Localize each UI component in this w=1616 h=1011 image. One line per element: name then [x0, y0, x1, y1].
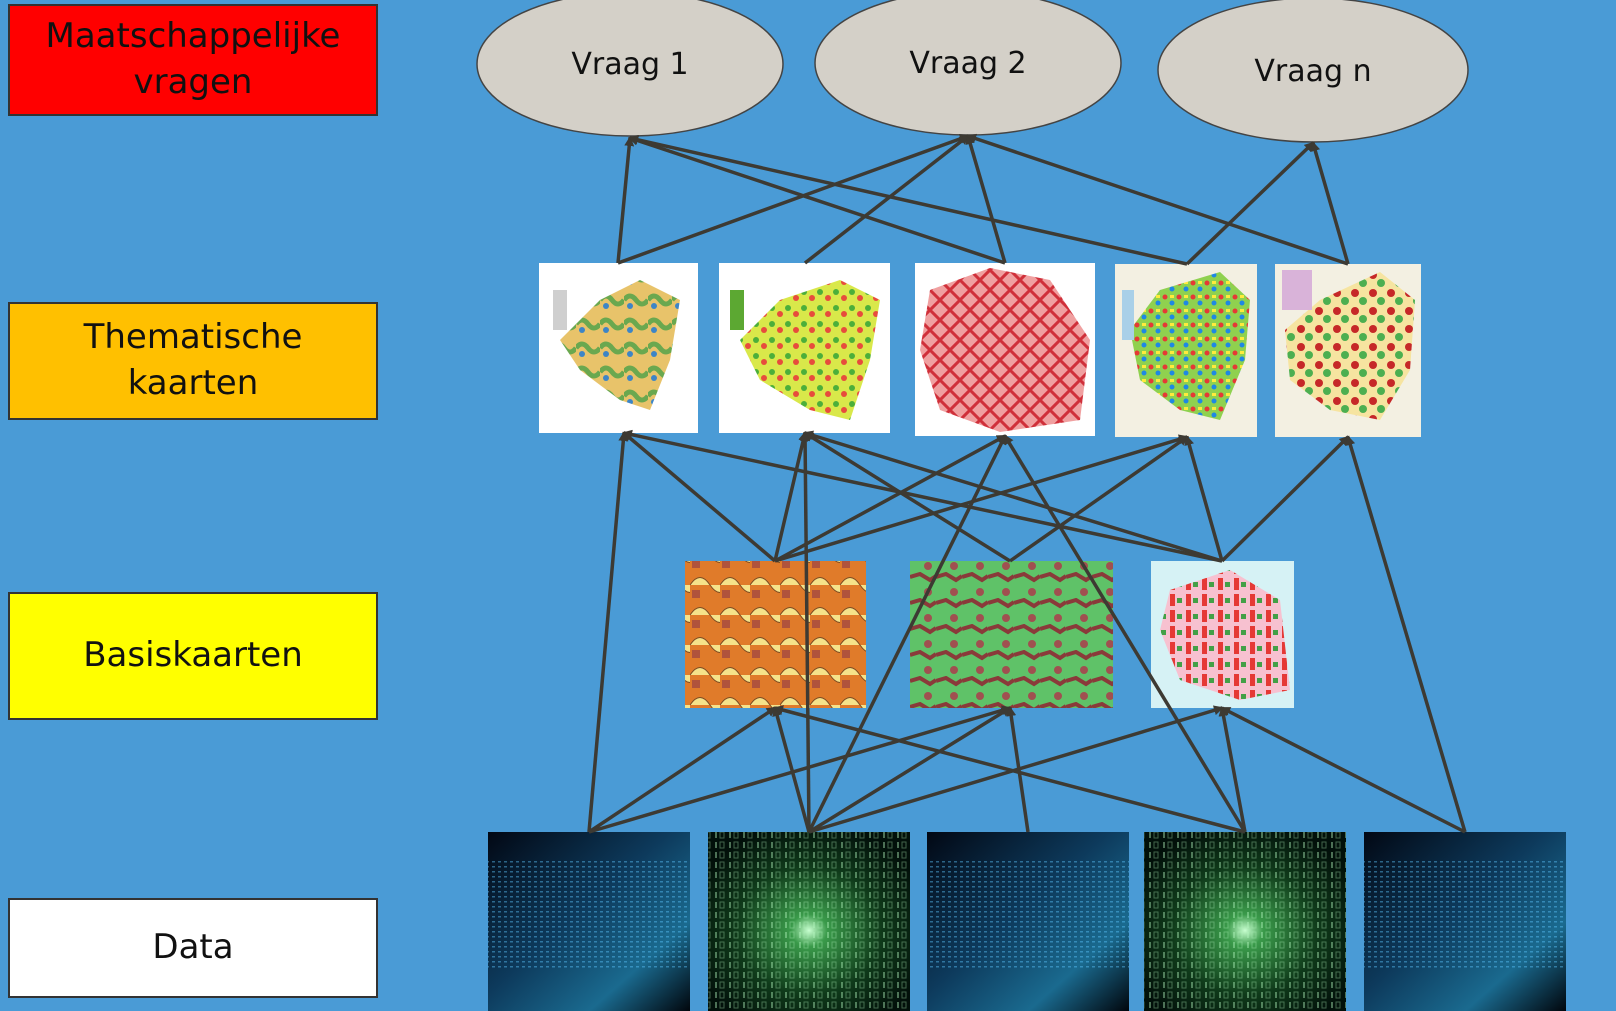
- basiskaart-1: [685, 561, 866, 708]
- thematische-kaart-2: [719, 263, 890, 433]
- tier-label-data: Data: [8, 898, 378, 998]
- arrow: [588, 705, 1012, 834]
- question-label: Vraag n: [1254, 54, 1371, 89]
- arrows: [587, 133, 1467, 834]
- arrow: [1310, 141, 1350, 265]
- data-tile-5: [1364, 832, 1566, 1011]
- basiskaart-3: [1151, 561, 1294, 708]
- arrow: [1006, 706, 1030, 833]
- arrow: [587, 431, 629, 833]
- question-vraag-n: Vraag n: [1157, 0, 1469, 143]
- tier-label-basiskaarten: Basiskaarten: [8, 592, 378, 720]
- arrow: [588, 706, 777, 834]
- base-maps: [685, 561, 1294, 708]
- question-label: Vraag 2: [909, 46, 1026, 81]
- arrow: [628, 134, 1188, 266]
- arrow: [965, 134, 1007, 264]
- data-tile-2: [708, 832, 910, 1011]
- arrow: [803, 134, 970, 265]
- arrow: [800, 431, 811, 833]
- arrow: [622, 431, 777, 563]
- arrow: [773, 705, 1246, 834]
- arrow: [772, 706, 811, 833]
- arrow: [1003, 434, 1247, 833]
- data-tile-4: [1144, 832, 1346, 1011]
- arrow: [774, 434, 1189, 563]
- thematische-kaart-5: [1275, 264, 1421, 437]
- basiskaart-2: [910, 561, 1113, 708]
- arrow: [808, 706, 1012, 834]
- arrow: [628, 135, 1006, 265]
- arrow: [622, 429, 1223, 563]
- arrow: [1184, 435, 1224, 562]
- arrow: [1218, 706, 1247, 833]
- data-tile-1: [488, 832, 690, 1011]
- question-vraag-1: Vraag 1: [476, 0, 784, 137]
- arrow: [774, 434, 1007, 563]
- thematische-kaart-3: [915, 263, 1095, 436]
- arrow: [966, 133, 1349, 266]
- question-label: Vraag 1: [571, 47, 688, 82]
- arrow: [803, 431, 1011, 563]
- tier-label-thematische-kaarten: Thematische kaarten: [8, 302, 378, 420]
- question-vraag-2: Vraag 2: [814, 0, 1122, 136]
- arrow: [1220, 435, 1350, 563]
- arrow: [803, 430, 1223, 563]
- data-tiles: [488, 832, 1566, 1011]
- arrow: [1345, 435, 1467, 833]
- thematische-kaart-4: [1115, 264, 1257, 437]
- arrow: [617, 134, 970, 265]
- arrow: [807, 434, 1007, 833]
- arrow: [1008, 435, 1189, 563]
- data-tile-3: [927, 832, 1129, 1011]
- tier-label-maatschappelijke-vragen: Maatschappelijke vragen: [8, 4, 378, 116]
- arrow: [773, 431, 809, 562]
- arrow: [1220, 706, 1466, 834]
- arrow: [1185, 141, 1315, 266]
- thematische-kaart-1: [539, 263, 698, 433]
- thematic-maps: [539, 263, 1421, 437]
- arrow: [616, 136, 635, 264]
